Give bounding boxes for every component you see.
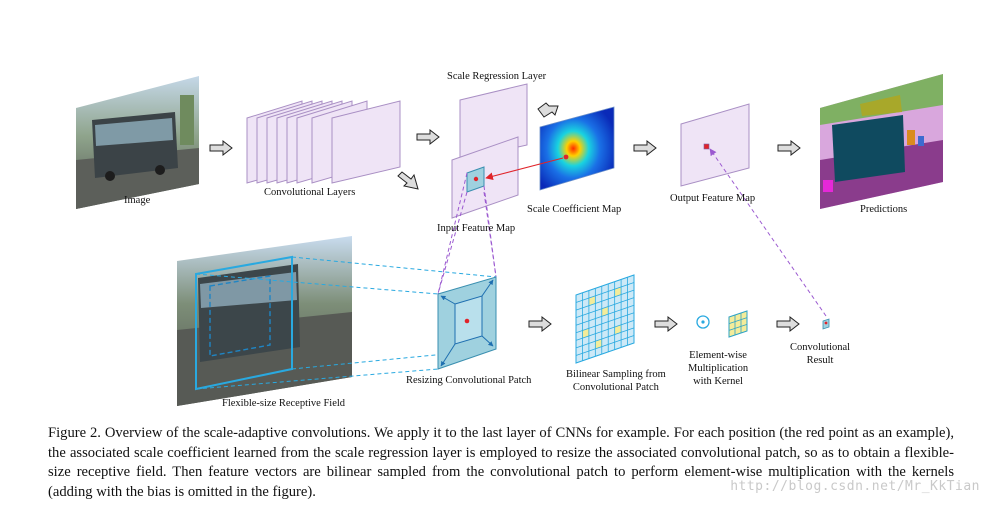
projection-lines — [437, 172, 497, 295]
scale-coefficient-map — [539, 106, 615, 191]
arrow-icon — [397, 171, 419, 190]
figure-diagram — [76, 74, 943, 406]
red-arrow — [485, 157, 564, 180]
conv-result — [822, 318, 830, 330]
result-to-output-arrow — [709, 148, 827, 317]
arrow-icon — [633, 139, 657, 157]
label-receptive-field: Flexible-size Receptive Field — [222, 398, 346, 409]
kernel-grid — [728, 310, 748, 338]
sample-cell — [595, 339, 602, 349]
label-resizing-patch: Resizing Convolutional Patch — [406, 375, 532, 386]
label-bilinear: Bilinear Sampling from Convolutional Pat… — [566, 369, 666, 393]
resizing-patch — [437, 276, 497, 370]
red-point — [473, 176, 479, 182]
receptive-field-image — [177, 236, 352, 406]
arrow-icon — [777, 139, 801, 157]
red-point — [464, 318, 470, 324]
predictions-image — [820, 74, 943, 209]
label-output-feature-map: Output Feature Map — [670, 193, 756, 204]
output-feature-map — [680, 103, 750, 187]
label-conv-layers: Convolutional Layers — [264, 187, 356, 198]
label-scale-coeff-map: Scale Coefficient Map — [527, 204, 622, 215]
input-image — [76, 76, 199, 209]
figure-caption: Figure 2. Overview of the scale-adaptive… — [48, 425, 954, 500]
sample-cell — [582, 328, 589, 339]
label-scale-regression: Scale Regression Layer — [447, 71, 547, 82]
label-image: Image — [124, 195, 151, 206]
label-input-feature-map: Input Feature Map — [437, 223, 516, 234]
label-elementwise: Element-wise Multiplication with Kernel — [688, 350, 749, 387]
arrow-icon — [776, 315, 800, 333]
label-conv-result: Convolutional Result — [790, 342, 851, 366]
sample-cell — [601, 306, 609, 317]
arrow-icon — [209, 139, 233, 157]
sample-cell — [614, 324, 622, 335]
arrow-icon — [416, 128, 440, 146]
bilinear-grid — [575, 274, 635, 364]
input-feature-map — [451, 136, 519, 219]
red-point — [563, 154, 569, 160]
sample-cell — [614, 287, 622, 297]
sample-cell — [588, 295, 596, 306]
conv-layers-stack — [246, 100, 401, 184]
elementwise-multiply-icon — [696, 315, 710, 329]
arrow-icon — [528, 315, 552, 333]
label-predictions: Predictions — [860, 204, 908, 215]
arrow-icon — [654, 315, 678, 333]
arrow-icon — [537, 102, 559, 118]
watermark: http://blog.csdn.net/Mr_KkTian — [730, 479, 980, 494]
